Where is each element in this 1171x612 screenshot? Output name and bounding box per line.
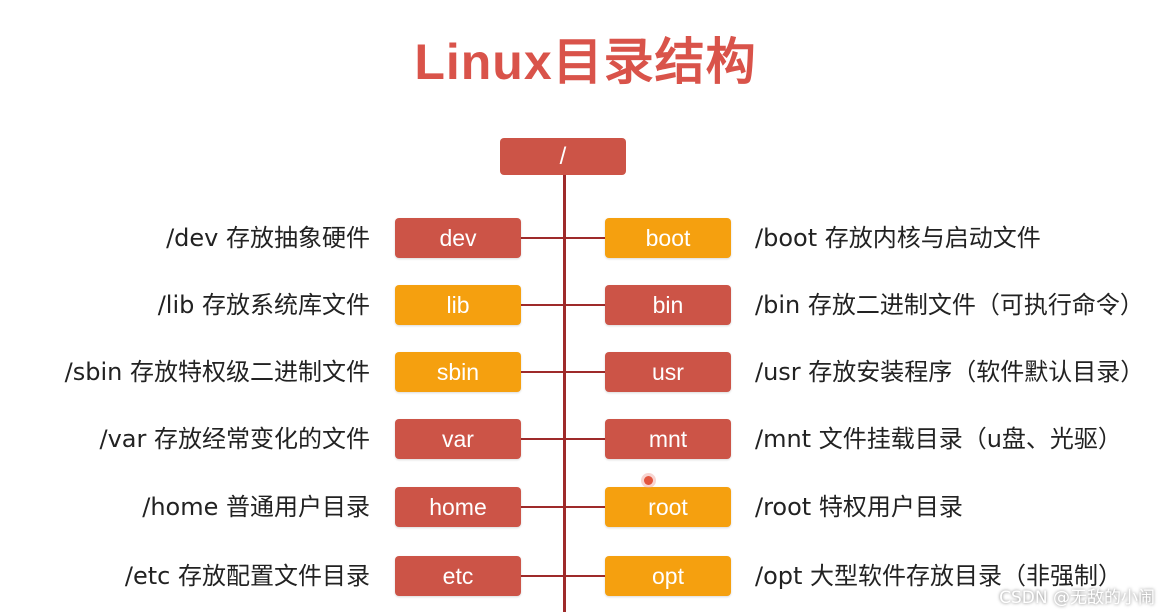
directory-description-dev: /dev 存放抽象硬件 [166,224,370,252]
connector-line [521,237,564,239]
directory-node-bin: bin [605,285,731,325]
connector-line [521,506,564,508]
directory-description-sbin: /sbin 存放特权级二进制文件 [64,358,370,386]
watermark: CSDN @无敌的小闹 [999,588,1155,608]
connector-line [564,237,605,239]
directory-node-boot: boot [605,218,731,258]
directory-node-root: root [605,487,731,527]
directory-description-usr: /usr 存放安装程序（软件默认目录） [755,358,1145,386]
directory-description-mnt: /mnt 文件挂载目录（u盘、光驱） [755,425,1122,453]
directory-description-lib: /lib 存放系统库文件 [157,291,370,319]
directory-node-usr: usr [605,352,731,392]
directory-description-etc: /etc 存放配置文件目录 [124,562,370,590]
directory-node-dev: dev [395,218,521,258]
connector-line [564,506,605,508]
directory-description-var: /var 存放经常变化的文件 [99,425,371,453]
connector-line [564,371,605,373]
root-directory-node: / [500,138,626,175]
directory-description-opt: /opt 大型软件存放目录（非强制） [755,562,1123,590]
directory-node-mnt: mnt [605,419,731,459]
directory-description-bin: /bin 存放二进制文件（可执行命令） [755,291,1144,319]
directory-node-etc: etc [395,556,521,596]
trunk-line [563,175,566,612]
directory-node-lib: lib [395,285,521,325]
directory-description-root: /root 特权用户目录 [755,493,963,521]
connector-line [564,575,605,577]
connector-line [521,371,564,373]
connector-line [521,438,564,440]
connector-line [521,304,564,306]
directory-node-opt: opt [605,556,731,596]
directory-node-sbin: sbin [395,352,521,392]
connector-line [564,304,605,306]
connector-line [564,438,605,440]
directory-description-boot: /boot 存放内核与启动文件 [755,224,1041,252]
directory-description-home: /home 普通用户目录 [142,493,370,521]
diagram-title: Linux目录结构 [414,34,757,90]
directory-node-home: home [395,487,521,527]
connector-line [521,575,564,577]
directory-node-var: var [395,419,521,459]
pointer-cursor-icon [644,476,653,485]
